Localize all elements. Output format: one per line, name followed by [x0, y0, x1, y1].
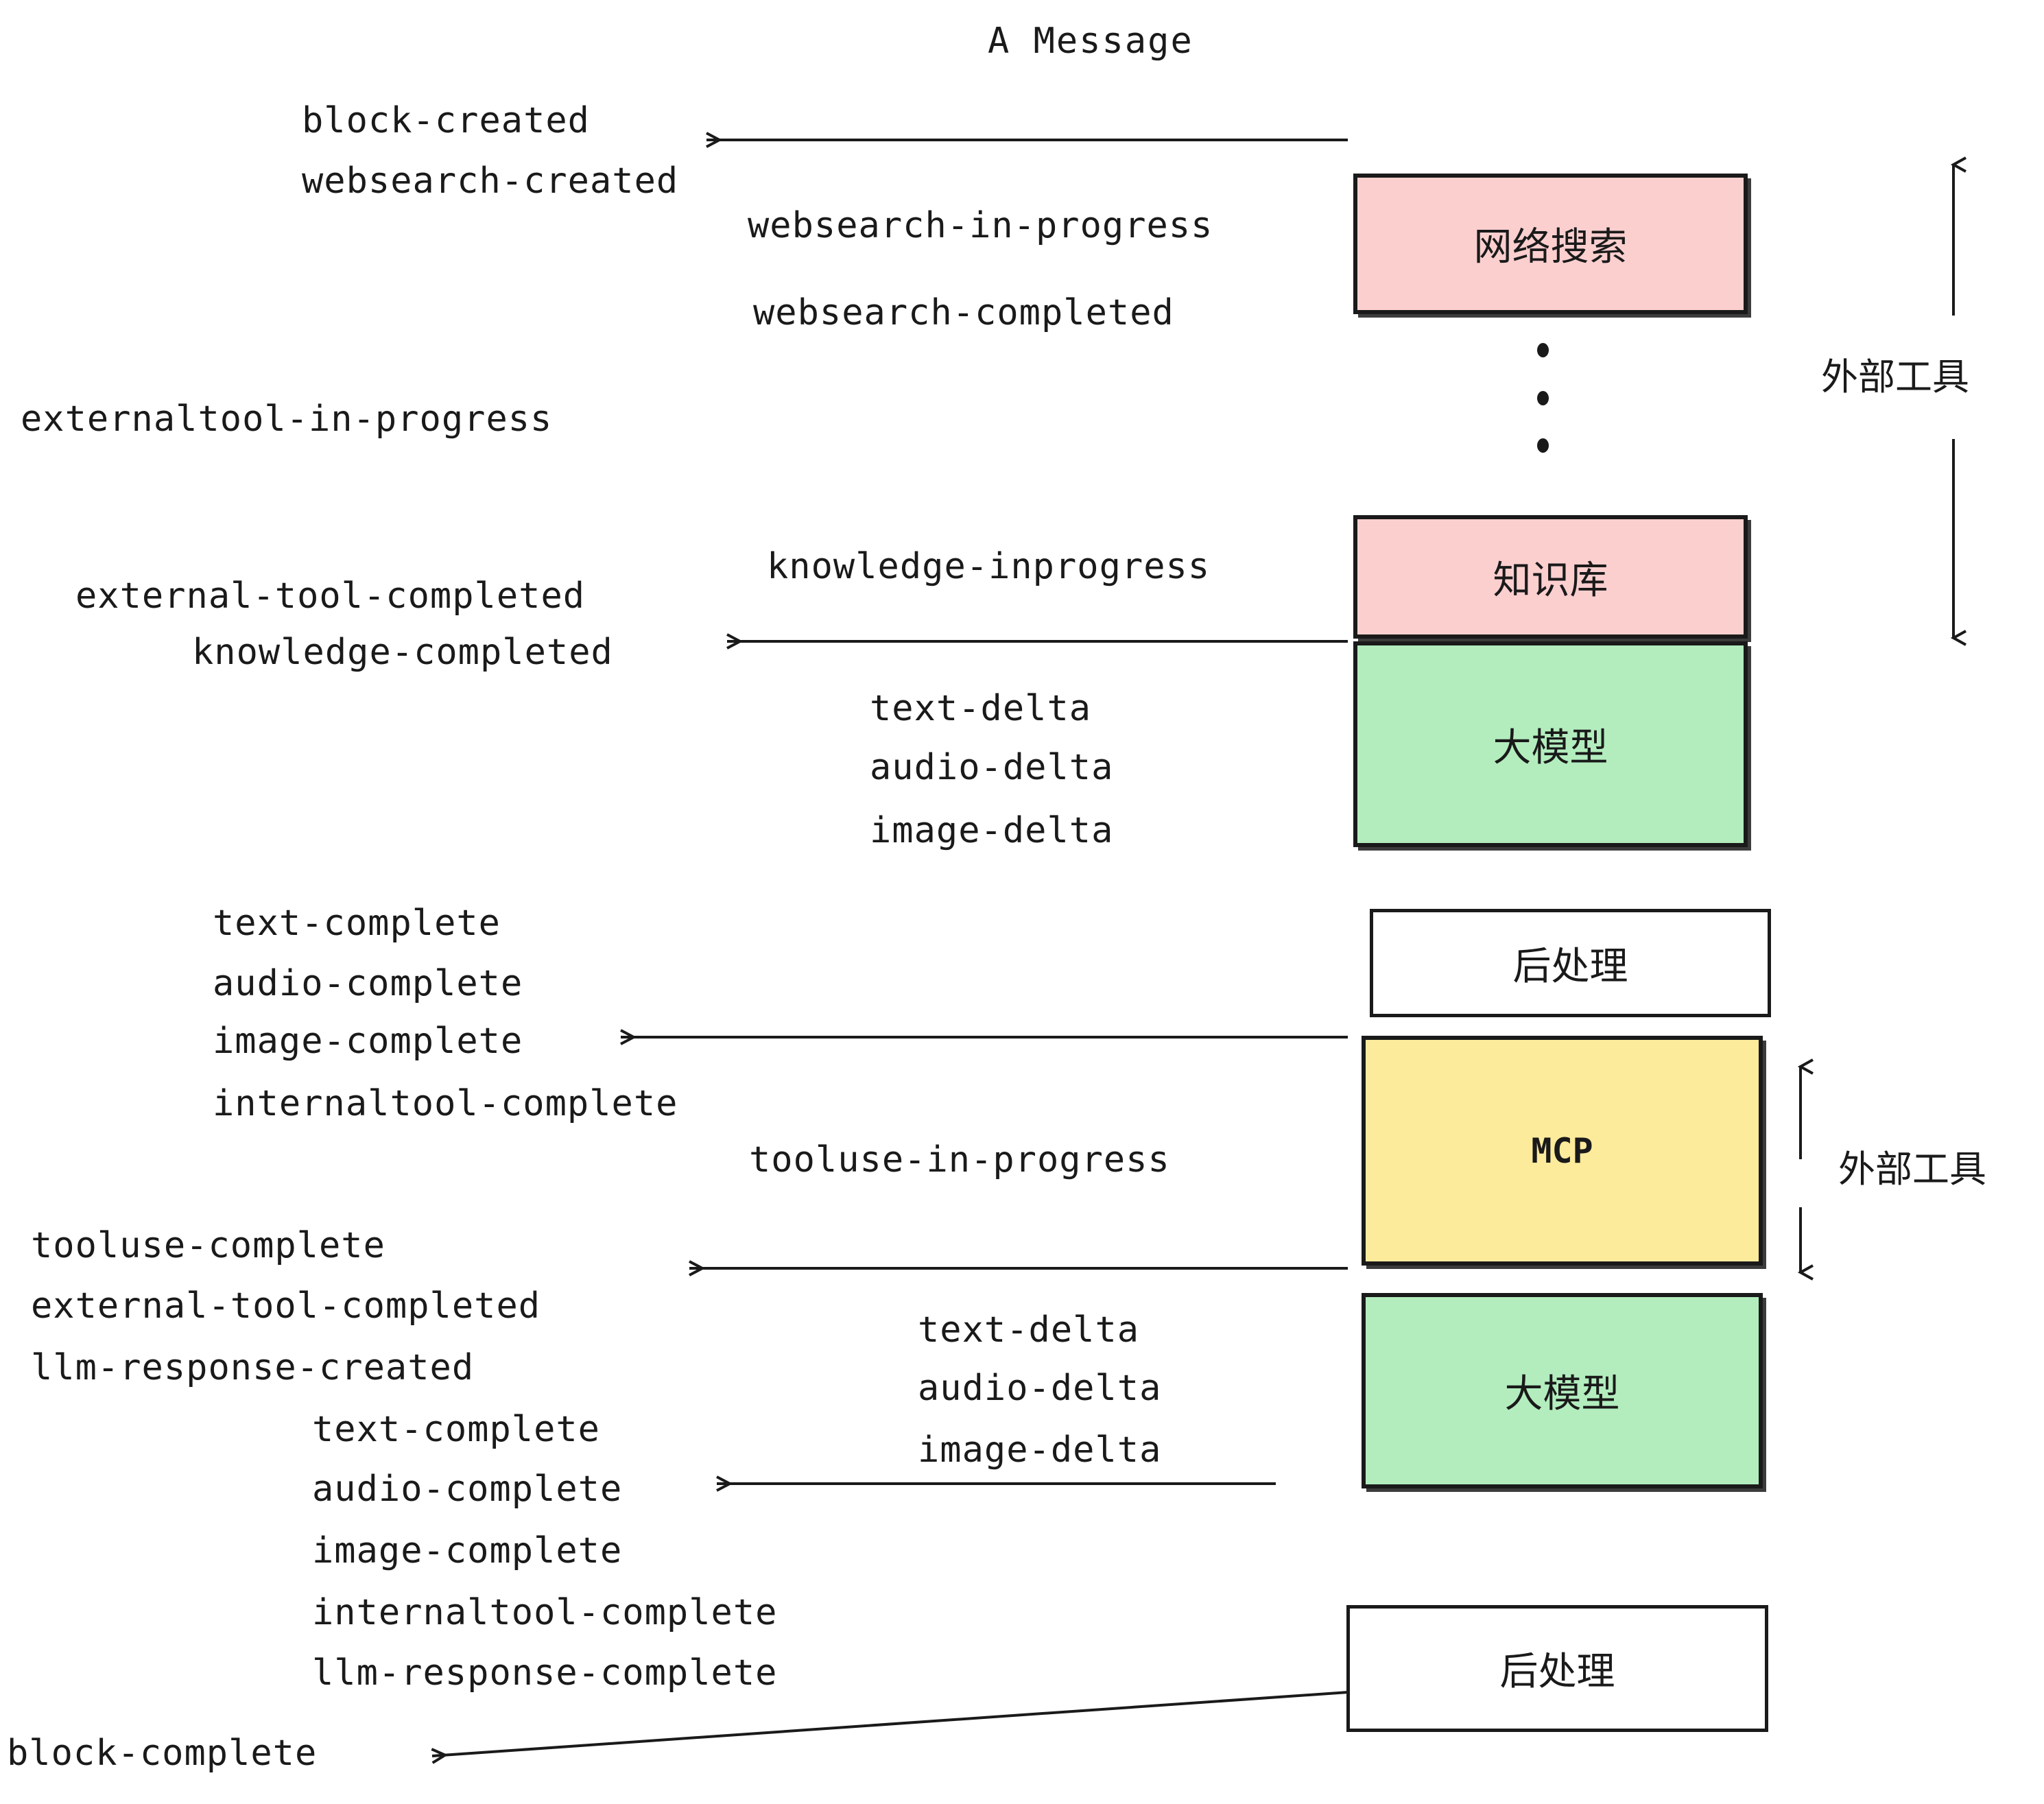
stage-box-postprocess-upper[interactable]: 后处理 [1370, 909, 1771, 1017]
side-label-external-tools-upper: 外部工具 [1821, 355, 1969, 399]
event-text-delta-2: text-delta [918, 1309, 1140, 1351]
event-knowledge-inprogress: knowledge-inprogress [767, 546, 1211, 587]
stage-box-postprocess-upper-label: 后处理 [1512, 944, 1628, 989]
event-internaltool-complete-2: internaltool-complete [312, 1592, 778, 1633]
event-audio-delta-1: audio-delta [870, 747, 1114, 788]
event-image-delta-1: image-delta [870, 810, 1114, 851]
dot-3 [1536, 438, 1549, 453]
dot-2 [1536, 390, 1549, 405]
event-websearch-created: websearch-created [302, 161, 679, 202]
event-block-created: block-created [302, 100, 590, 141]
event-websearch-in-progress: websearch-in-progress [748, 205, 1213, 246]
stage-box-llm-lower[interactable]: 大模型 [1362, 1293, 1763, 1488]
stage-box-postprocess-lower[interactable]: 后处理 [1346, 1605, 1768, 1732]
event-audio-delta-2: audio-delta [918, 1368, 1162, 1409]
event-audio-complete-2: audio-complete [312, 1469, 623, 1510]
stage-box-websearch-label: 网络搜索 [1473, 225, 1628, 270]
event-llm-response-complete: llm-response-complete [312, 1652, 778, 1694]
stage-box-knowledge-label: 知识库 [1493, 558, 1608, 603]
stage-box-llm-upper[interactable]: 大模型 [1353, 641, 1748, 847]
page-title: A Message [988, 21, 1193, 62]
event-websearch-completed: websearch-completed [753, 292, 1174, 333]
event-internaltool-complete-1: internaltool-complete [213, 1083, 678, 1124]
event-knowledge-completed: knowledge-completed [192, 632, 613, 673]
stage-box-postprocess-lower-label: 后处理 [1499, 1650, 1615, 1694]
event-llm-response-created: llm-response-created [31, 1347, 475, 1388]
dot-1 [1536, 343, 1549, 357]
event-image-complete-1: image-complete [213, 1021, 523, 1062]
event-externaltool-in-progress: externaltool-in-progress [21, 399, 553, 440]
event-external-tool-completed-1: external-tool-completed [75, 575, 586, 617]
event-audio-complete-1: audio-complete [213, 963, 523, 1004]
arrow-postprocess-to-block-complete [432, 1690, 1359, 1756]
side-label-external-tools-lower: 外部工具 [1838, 1148, 1986, 1191]
stage-box-mcp[interactable]: MCP [1362, 1036, 1763, 1266]
event-text-delta-1: text-delta [870, 688, 1092, 729]
event-tooluse-complete: tooluse-complete [31, 1225, 385, 1266]
event-tooluse-in-progress: tooluse-in-progress [749, 1139, 1170, 1180]
stage-box-llm-lower-label: 大模型 [1504, 1372, 1620, 1416]
event-image-delta-2: image-delta [918, 1429, 1162, 1471]
stage-box-mcp-label: MCP [1531, 1130, 1593, 1171]
stage-box-knowledge[interactable]: 知识库 [1353, 515, 1748, 639]
ellipsis-dots [1536, 343, 1549, 453]
event-image-complete-2: image-complete [312, 1530, 623, 1571]
event-block-complete: block-complete [7, 1733, 318, 1774]
event-text-complete-1: text-complete [213, 903, 501, 944]
event-external-tool-completed-2: external-tool-completed [31, 1285, 541, 1327]
stage-box-websearch[interactable]: 网络搜索 [1353, 174, 1748, 314]
stage-box-llm-upper-label: 大模型 [1493, 725, 1608, 770]
event-text-complete-2: text-complete [312, 1409, 600, 1450]
